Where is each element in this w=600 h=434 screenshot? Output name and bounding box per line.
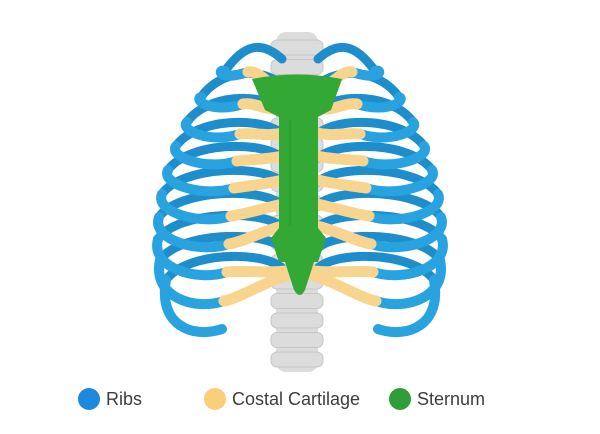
front-ribs (152, 65, 448, 338)
rib-front (169, 141, 242, 170)
rib-front (352, 92, 406, 113)
cartilage-segment (218, 270, 292, 307)
legend: Ribs Costal Cartilage Sternum (0, 384, 600, 414)
costal-cartilage (218, 66, 382, 307)
blue-dot-icon (78, 388, 100, 410)
cartilage-segment (234, 127, 289, 141)
cartilage-segment (311, 198, 375, 222)
rib-front (347, 65, 385, 81)
rib-front (194, 92, 248, 113)
legend-label-ribs: Ribs (106, 388, 143, 409)
rib-front (153, 212, 234, 253)
yellow-dot-icon (204, 388, 226, 410)
rib-front (358, 141, 431, 170)
cartilage-segment (231, 150, 289, 167)
rib-front (152, 234, 232, 281)
rib-front (215, 65, 253, 81)
rib-front (373, 275, 441, 338)
rib-front (355, 117, 420, 143)
rib-front (366, 212, 447, 253)
rib-back (313, 42, 380, 76)
cartilage-segment (225, 198, 289, 222)
cartilage-segment (308, 270, 382, 307)
rib-front (156, 189, 236, 225)
legend-item-ribs: Ribs (78, 384, 142, 414)
vertebra (270, 312, 324, 329)
legend-item-sternum: Sternum (389, 384, 485, 414)
rib-back (220, 42, 287, 76)
legend-label-costal-cartilage: Costal Cartilage (232, 388, 361, 409)
cartilage-segment (223, 220, 289, 250)
rib-front (368, 234, 448, 281)
cartilage-segment (311, 174, 372, 194)
rib-front (364, 189, 444, 225)
vertebra (270, 332, 324, 348)
rib-front (154, 255, 229, 310)
cartilage-segment (311, 150, 369, 167)
vertebra (270, 351, 324, 368)
sternum-body (252, 74, 342, 295)
rib-front (371, 255, 446, 310)
vertebra (270, 293, 324, 309)
rib-front (180, 117, 245, 143)
legend-label-sternum: Sternum (417, 388, 486, 409)
legend-item-costal-cartilage: Costal Cartilage (204, 384, 360, 414)
cartilage-segment (311, 127, 366, 141)
rib-front (162, 165, 239, 197)
green-dot-icon (389, 388, 411, 410)
sternum (252, 74, 342, 295)
rib-front (361, 165, 438, 197)
cartilage-segment (228, 174, 289, 194)
rib-back (313, 231, 445, 265)
cartilage-segment (311, 220, 377, 250)
rib-front (159, 275, 227, 338)
